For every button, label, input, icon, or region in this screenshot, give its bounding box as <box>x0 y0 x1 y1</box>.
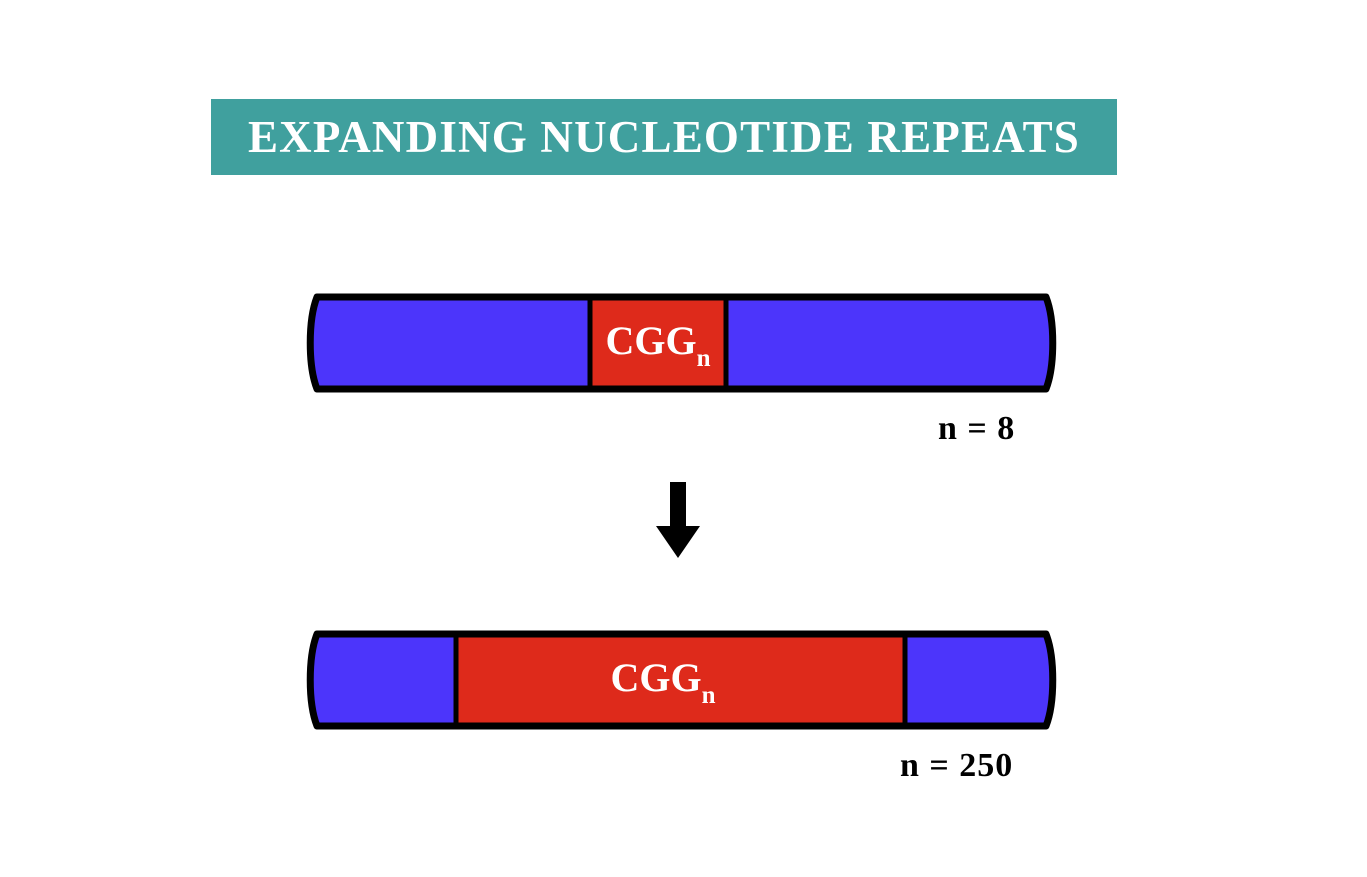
gene-bar-normal-allele: CGGn <box>303 292 1060 394</box>
repeat-label-main: CGG <box>605 318 696 363</box>
segment-flank-left <box>310 297 590 389</box>
repeat-label-main: CGG <box>610 655 701 700</box>
repeat-label-normal: CGGn <box>605 318 710 372</box>
down-arrow-icon <box>648 480 708 560</box>
gene-bar-outline <box>306 293 1057 393</box>
segment-flank-left <box>310 634 456 726</box>
repeat-count-label-normal: n = 8 <box>938 410 1016 447</box>
page-title: EXPANDING NUCLEOTIDE REPEATS <box>247 111 1081 162</box>
segment-repeat-tract <box>456 634 905 726</box>
repeat-label-sub: n <box>702 682 716 709</box>
segment-repeat-tract <box>590 297 726 389</box>
gene-bar-outline <box>306 630 1057 730</box>
segment-flank-right <box>905 634 1053 726</box>
repeat-label-expanded: CGGn <box>610 655 715 709</box>
repeat-count-label-expanded: n = 250 <box>900 747 1014 784</box>
repeat-label-sub: n <box>697 345 711 372</box>
title-banner: EXPANDING NUCLEOTIDE REPEATS <box>211 99 1117 175</box>
gene-bar-expanded-allele: CGGn <box>303 629 1060 731</box>
segment-flank-right <box>726 297 1053 389</box>
